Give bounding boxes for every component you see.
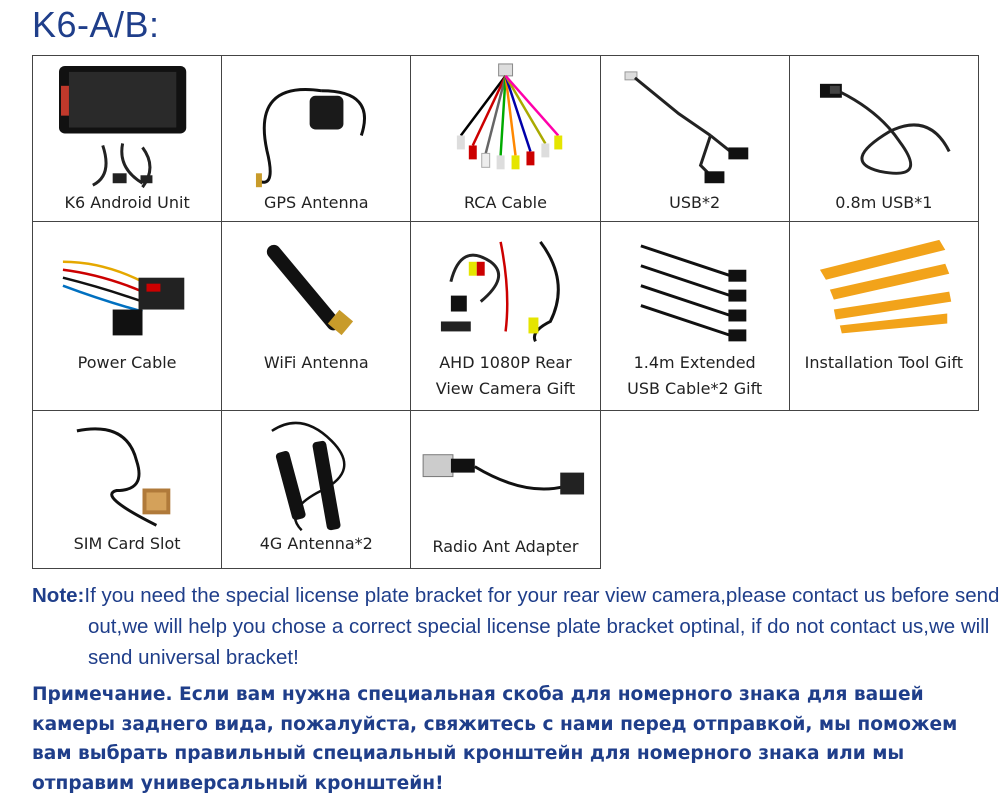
usb-cable-icon [624, 71, 748, 184]
item-power-cable: Power Cable [33, 222, 223, 411]
item-caption: 4G Antenna*2 [259, 534, 373, 553]
empty-cell [601, 411, 790, 569]
head-unit-icon [59, 65, 187, 189]
item-head-unit: K6 Android Unit [33, 56, 223, 222]
package-contents-grid: K6 Android Unit GPS Antenna [32, 55, 979, 569]
item-caption-line2: View Camera Gift [435, 379, 576, 398]
power-cable-icon [62, 260, 185, 336]
4g-antenna-icon [271, 421, 346, 532]
rca-cable-icon [457, 63, 563, 170]
rear-camera-icon [441, 240, 561, 343]
item-caption: RCA Cable [463, 193, 547, 212]
note-russian: Примечание. Если вам нужна специальная с… [32, 684, 958, 794]
item-caption-line1: AHD 1080P Rear [439, 353, 572, 372]
note-text: If you need the special license plate br… [84, 584, 1000, 669]
item-radio-adapter: Radio Ant Adapter [411, 411, 601, 569]
item-caption: USB*2 [669, 193, 721, 212]
item-4g-antenna: 4G Antenna*2 [222, 411, 412, 569]
item-usb-08m: 0.8m USB*1 [789, 56, 979, 222]
usb-extension-icon [639, 244, 746, 342]
gps-antenna-icon [256, 88, 367, 188]
item-usb-extension: 1.4m Extended USB Cable*2 Gift [600, 222, 790, 411]
item-caption: 0.8m USB*1 [835, 193, 933, 212]
pry-tool-icon [819, 239, 951, 334]
item-rear-camera: AHD 1080P Rear View Camera Gift [411, 222, 601, 411]
note-label: Note: [32, 584, 85, 607]
item-caption-line1: 1.4m Extended [633, 353, 756, 372]
item-caption: GPS Antenna [263, 193, 369, 212]
item-caption: Installation Tool Gift [804, 353, 964, 372]
item-caption-line2: USB Cable*2 Gift [627, 379, 763, 398]
sim-slot-icon [76, 427, 171, 527]
page-title: K6-A/B: [32, 4, 160, 45]
usb-cable-icon [819, 83, 951, 175]
wifi-antenna-icon [267, 244, 354, 336]
item-gps-antenna: GPS Antenna [222, 56, 412, 222]
item-usb-2: USB*2 [600, 56, 790, 222]
item-wifi-antenna: WiFi Antenna [222, 222, 412, 411]
item-caption: K6 Android Unit [64, 193, 190, 212]
empty-cell [790, 411, 979, 569]
radio-adapter-icon [422, 454, 585, 495]
item-caption: Radio Ant Adapter [432, 537, 579, 556]
item-caption: SIM Card Slot [73, 534, 181, 553]
item-caption: Power Cable [77, 353, 177, 372]
item-rca-cable: RCA Cable [411, 56, 601, 222]
item-caption: WiFi Antenna [263, 353, 369, 372]
item-installation-tool: Installation Tool Gift [789, 222, 979, 411]
note-english: Note:If you need the special license pla… [32, 580, 1000, 673]
item-sim-slot: SIM Card Slot [33, 411, 223, 569]
